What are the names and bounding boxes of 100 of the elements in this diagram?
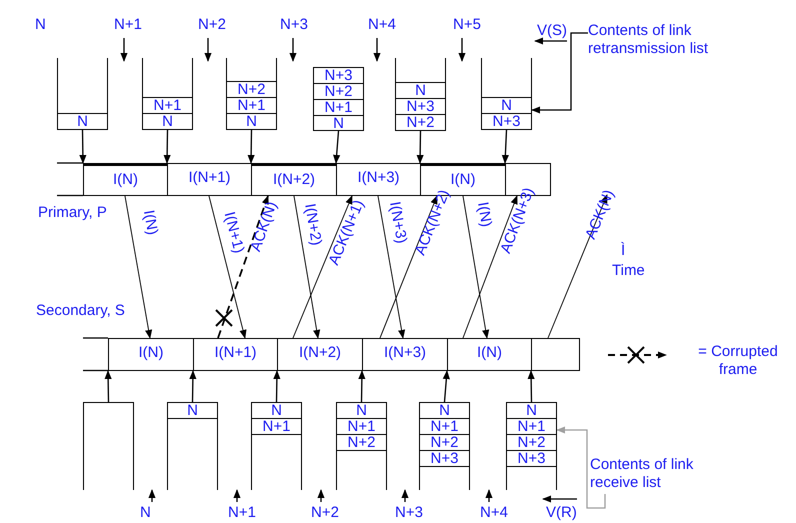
buffer-slot: N+2 xyxy=(227,80,276,96)
sequence-label: N+3 xyxy=(395,504,423,522)
frame-cell: I(N+1) xyxy=(167,163,252,196)
buffer-stack xyxy=(336,402,387,490)
buffer-slot: N xyxy=(507,403,556,419)
variable-label: V(S) xyxy=(537,22,567,40)
buffer-slot: N xyxy=(58,112,107,128)
station-label: Secondary, S xyxy=(36,302,125,320)
buffer-slot: N+1 xyxy=(337,419,386,435)
arrow xyxy=(442,370,450,402)
frame-cell: I(N+3) xyxy=(362,338,448,371)
buffer-slot: N+2 xyxy=(337,435,386,451)
frame-cell: I(N) xyxy=(447,338,532,371)
sequence-label: N+1 xyxy=(228,504,256,522)
buffer-stack xyxy=(226,58,277,130)
buffer-slot: N xyxy=(337,403,386,419)
buffer-stack xyxy=(167,402,218,490)
buffer-slot: N xyxy=(482,96,531,112)
buffer-slot: N+1 xyxy=(227,96,276,112)
sequence-label: N+4 xyxy=(480,504,508,522)
buffer-slot: N+3 xyxy=(482,112,531,128)
sequence-label: N xyxy=(35,16,46,34)
edge-label: I(N) xyxy=(474,200,494,228)
buffer-stack xyxy=(142,58,193,130)
time-arrow-glyph: Ì xyxy=(621,242,626,260)
edge-label: I(N+1) xyxy=(220,210,248,254)
buffer-slot: N+2 xyxy=(420,435,469,451)
buffer-slot: N+1 xyxy=(143,96,192,112)
sequence-label: N+3 xyxy=(280,16,308,34)
arrow xyxy=(164,130,171,164)
buffer-slot: N xyxy=(420,403,469,419)
buffer-stack xyxy=(57,58,108,130)
arrow xyxy=(104,370,112,402)
buffer-slot: N+3 xyxy=(420,451,469,467)
arrow xyxy=(273,370,280,402)
buffer-stack xyxy=(506,402,557,490)
buffer-stack xyxy=(395,58,446,131)
buffer-slot: N+2 xyxy=(314,82,363,98)
buffer-slot: N+1 xyxy=(314,98,363,114)
buffer-slot: N+3 xyxy=(396,98,445,114)
buffer-slot: N xyxy=(396,82,445,98)
frame-cell: I(N) xyxy=(108,338,194,371)
buffer-slot: N+3 xyxy=(314,66,363,82)
buffer-slot: N+2 xyxy=(396,114,445,130)
arrow xyxy=(248,130,255,164)
buffer-slot: N+2 xyxy=(507,435,556,451)
leader-line xyxy=(556,426,606,509)
buffer-slot: N xyxy=(227,112,276,128)
edge-label: I(N+2) xyxy=(301,202,325,246)
variable-label: V(R) xyxy=(546,504,577,522)
arrow xyxy=(462,196,490,339)
frame-cell: I(N+2) xyxy=(251,163,337,196)
frame-cell: I(N) xyxy=(83,163,168,196)
buffer-stack xyxy=(83,402,134,490)
arrow xyxy=(548,194,608,338)
sequence-label: N+1 xyxy=(114,16,142,34)
arrow xyxy=(294,196,320,339)
arrow xyxy=(189,370,196,402)
note-text: Contents of link receive list xyxy=(590,456,740,494)
arrow xyxy=(462,195,518,338)
buffer-slot: N xyxy=(252,403,301,419)
buffer-slot: N+1 xyxy=(252,419,301,435)
arrow xyxy=(502,130,509,164)
sequence-label: N+4 xyxy=(368,16,396,34)
sequence-label: N xyxy=(140,504,151,522)
buffer-stack xyxy=(419,402,470,490)
arrow xyxy=(292,195,352,338)
edge-label: I(N) xyxy=(139,208,161,236)
legend-text: = Corrupted frame xyxy=(697,343,779,379)
note-text: Contents of link retransmission list xyxy=(588,22,738,60)
buffer-stack xyxy=(313,67,364,131)
buffer-slot: N+1 xyxy=(420,419,469,435)
arrow xyxy=(217,195,269,338)
frame-cell: I(N+3) xyxy=(336,163,421,196)
sequence-label: N+2 xyxy=(311,504,339,522)
arrow xyxy=(380,195,438,338)
buffer-stack xyxy=(481,58,532,130)
arrow xyxy=(416,130,424,164)
axis-label: Time xyxy=(612,262,645,280)
edge-label: I(N+3) xyxy=(386,200,410,244)
arrow xyxy=(378,196,406,339)
leader-line xyxy=(531,32,588,114)
buffer-slot: N+3 xyxy=(507,451,556,467)
arrow xyxy=(333,130,340,164)
arrow xyxy=(124,196,152,339)
arrow xyxy=(528,370,535,402)
sequence-label: N+5 xyxy=(453,16,481,34)
arrow xyxy=(208,196,246,339)
buffer-slot: N+1 xyxy=(507,419,556,435)
frame-cell: I(N+1) xyxy=(193,338,278,371)
buffer-stack xyxy=(251,402,302,490)
buffer-slot: N xyxy=(143,112,192,128)
station-label: Primary, P xyxy=(38,204,107,222)
sequence-label: N+2 xyxy=(198,16,226,34)
arrow xyxy=(79,130,86,164)
buffer-slot: N xyxy=(168,403,217,419)
frame-cell: I(N+2) xyxy=(277,338,363,371)
buffer-slot: N xyxy=(314,114,363,130)
arrow xyxy=(358,370,366,402)
frame-cell xyxy=(531,338,580,371)
